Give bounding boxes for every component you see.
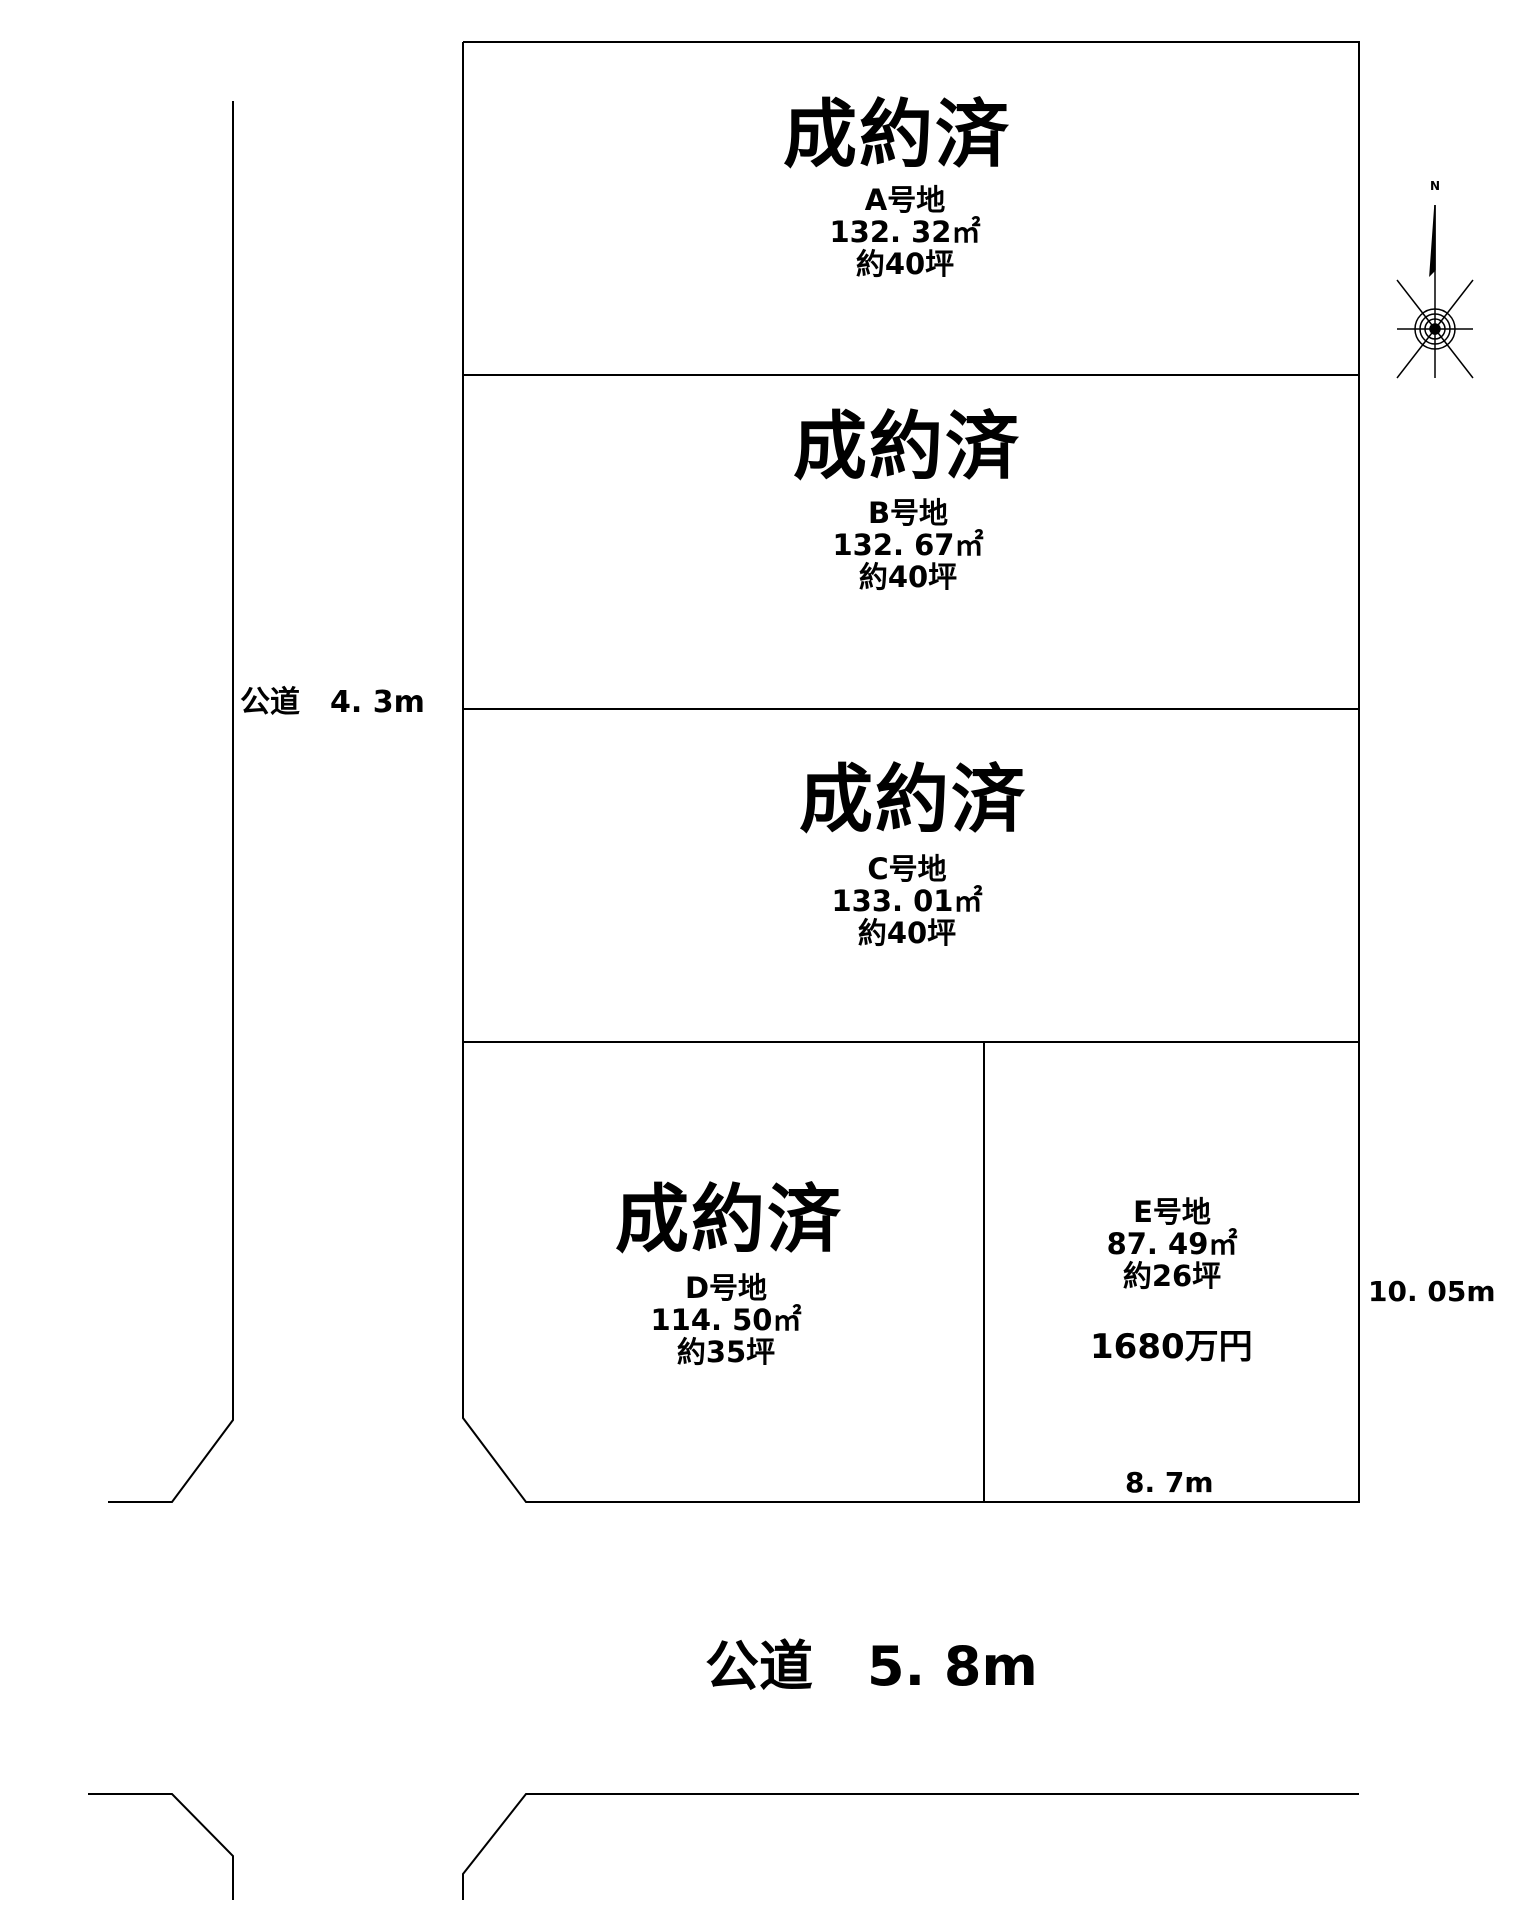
lot-d-tsubo: 約35坪 xyxy=(676,1335,776,1369)
compass-icon xyxy=(1396,204,1474,379)
lot-e-frontage-dimension: 8. 7m xyxy=(1125,1466,1214,1499)
lot-c-info: C号地 133. 01㎡ 約40坪 xyxy=(782,853,1032,949)
lot-b-status: 成約済 xyxy=(793,404,1021,490)
lot-e-name: E号地 xyxy=(1133,1195,1211,1229)
lot-d-area: 114. 50㎡ xyxy=(650,1303,802,1337)
south-road-label: 公道 5. 8m xyxy=(705,1635,1038,1698)
lot-e-tsubo: 約26坪 xyxy=(1122,1259,1222,1293)
south-road-left-corner xyxy=(88,1793,234,1900)
plan-lines xyxy=(88,41,1360,1900)
lot-e-depth-dimension: 10. 05m xyxy=(1368,1275,1496,1308)
west-road-left-edge xyxy=(108,101,234,1503)
lot-c-name: C号地 xyxy=(867,852,947,886)
lot-d-status: 成約済 xyxy=(615,1177,843,1263)
lot-e-info: E号地 87. 49㎡ 約26坪 xyxy=(1047,1196,1297,1292)
lots-outline xyxy=(462,41,1360,1503)
lot-d-info: D号地 114. 50㎡ 約35坪 xyxy=(601,1272,851,1368)
lot-a-info: A号地 132. 32㎡ 約40坪 xyxy=(780,184,1030,280)
lot-b-area: 132. 67㎡ xyxy=(832,528,984,562)
lot-a-status: 成約済 xyxy=(783,92,1011,178)
lot-c-status: 成約済 xyxy=(799,757,1027,843)
lot-e-area: 87. 49㎡ xyxy=(1106,1227,1238,1261)
lot-b-tsubo: 約40坪 xyxy=(858,560,958,594)
lot-c-tsubo: 約40坪 xyxy=(857,916,957,950)
lot-a-tsubo: 約40坪 xyxy=(855,247,955,281)
west-road-label: 公道 4. 3m xyxy=(240,685,425,720)
south-road-right-edge xyxy=(462,1793,1359,1900)
lot-b-info: B号地 132. 67㎡ 約40坪 xyxy=(783,497,1033,593)
lot-e-price: 1680万円 xyxy=(1090,1327,1253,1367)
lot-d-name: D号地 xyxy=(684,1271,768,1305)
lot-c-area: 133. 01㎡ xyxy=(831,884,983,918)
lot-a-area: 132. 32㎡ xyxy=(829,215,981,249)
lot-b-name: B号地 xyxy=(867,496,949,530)
compass-north-label: N xyxy=(1430,179,1440,193)
lot-a-name: A号地 xyxy=(864,183,946,217)
